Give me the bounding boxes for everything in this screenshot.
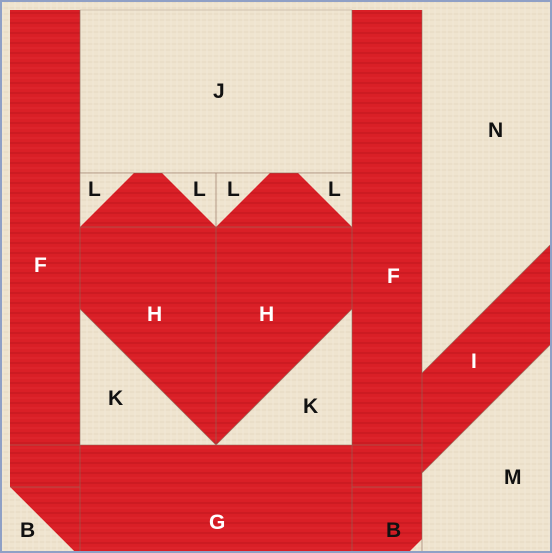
label-N: N [488, 119, 503, 142]
label-L4: L [328, 178, 341, 201]
label-B-left: B [20, 519, 35, 542]
piece-F-right [352, 10, 422, 487]
piece-G [80, 445, 352, 551]
label-F-left: F [34, 254, 47, 277]
label-H-left: H [147, 303, 162, 326]
label-B-right: B [386, 519, 401, 542]
label-L3: L [227, 178, 240, 201]
label-K-left: K [108, 387, 123, 410]
label-L2: L [193, 178, 206, 201]
label-H-right: H [259, 303, 274, 326]
label-G: G [209, 511, 225, 534]
label-F-right: F [387, 265, 400, 288]
label-J: J [213, 80, 225, 103]
label-I: I [471, 350, 477, 373]
label-M: M [504, 466, 522, 489]
piece-F-left [10, 10, 80, 487]
label-L1: L [88, 178, 101, 201]
label-K-right: K [303, 395, 318, 418]
